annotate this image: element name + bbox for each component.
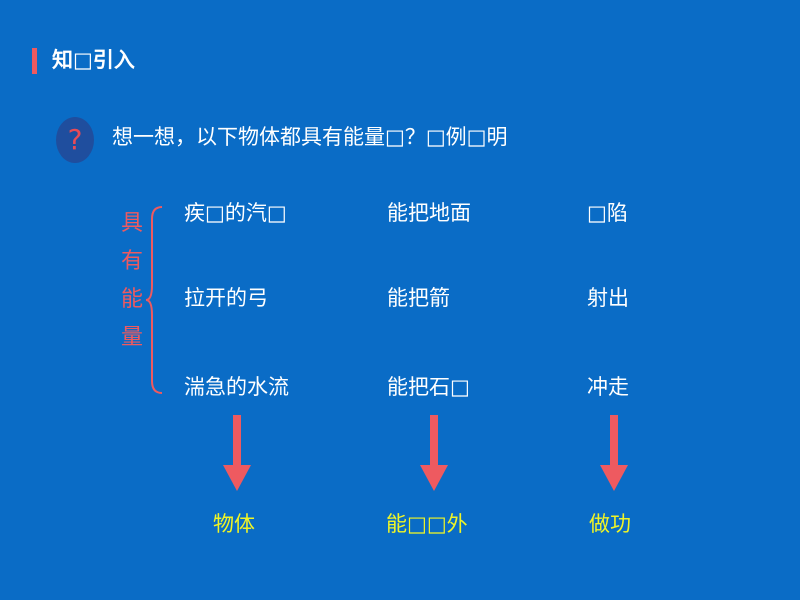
- row1-action: 能把地面: [387, 201, 471, 225]
- result-work: 做功: [589, 512, 631, 536]
- question-text: 想一想，以下物体都具有能量□？□例□明: [112, 125, 508, 149]
- row3-result: 冲走: [587, 375, 629, 399]
- down-arrow-icon: [223, 415, 251, 491]
- side-label-char: 量: [120, 325, 143, 350]
- side-label: 具 有 能 量: [117, 205, 147, 357]
- brace-icon: [145, 206, 163, 394]
- page-title: 知□引入: [52, 48, 135, 72]
- row1-object: 疾□的汽□: [184, 201, 287, 225]
- row3-action: 能把石□: [387, 375, 470, 399]
- result-energy: 能□□外: [386, 512, 468, 536]
- row2-object: 拉开的弓: [184, 286, 268, 310]
- row2-result: 射出: [587, 286, 629, 310]
- row2-action: 能把箭: [387, 286, 450, 310]
- result-object: 物体: [213, 512, 255, 536]
- down-arrow-icon: [420, 415, 448, 491]
- question-mark-icon: ?: [56, 117, 94, 163]
- side-label-char: 能: [120, 287, 143, 312]
- side-label-char: 具: [120, 211, 143, 236]
- down-arrow-icon: [600, 415, 628, 491]
- row1-result: □陷: [587, 201, 628, 225]
- row3-object: 湍急的水流: [184, 375, 289, 399]
- side-label-char: 有: [120, 249, 143, 274]
- title-accent-bar: [32, 48, 37, 74]
